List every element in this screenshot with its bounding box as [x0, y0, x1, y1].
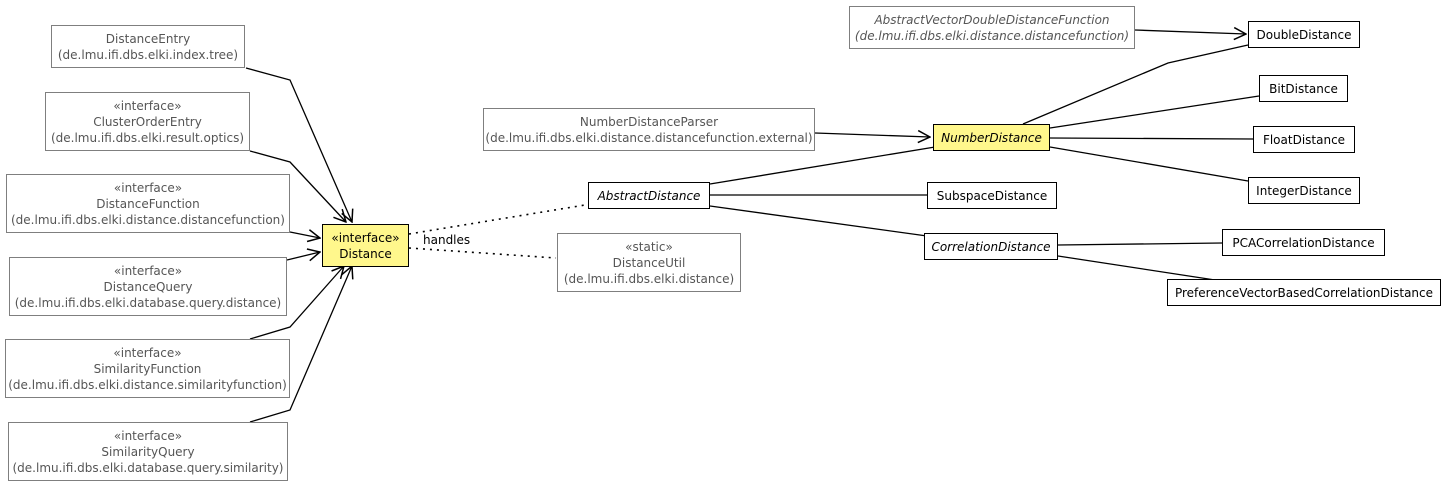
edge-distance-distanceutil: [408, 247, 557, 259]
node-name: SimilarityQuery: [101, 444, 195, 459]
node-correlationdistance[interactable]: CorrelationDistance: [924, 233, 1058, 260]
node-distancequery[interactable]: «interface» DistanceQuery (de.lmu.ifi.db…: [9, 257, 287, 316]
node-name: ClusterOrderEntry: [93, 114, 202, 129]
node-stereotype: «interface»: [331, 230, 400, 245]
node-stereotype: «interface»: [113, 180, 183, 195]
edge-abstractdistance-correlationdistance: [709, 205, 928, 237]
node-name: DistanceEntry: [105, 31, 191, 46]
node-stereotype: «static»: [625, 239, 673, 254]
node-package: (de.lmu.ifi.dbs.elki.database.query.simi…: [12, 460, 284, 475]
node-package: (de.lmu.ifi.dbs.elki.distance.distancefu…: [11, 212, 285, 227]
node-name: BitDistance: [1269, 81, 1338, 96]
node-name: NumberDistanceParser: [579, 114, 719, 129]
edge-clusterorderentry-distance: [249, 150, 346, 222]
node-name: Distance: [339, 246, 392, 261]
edge-numberdistance-bitdistance: [1049, 95, 1260, 129]
node-floatdistance[interactable]: FloatDistance: [1253, 126, 1355, 153]
node-stereotype: «interface»: [113, 98, 182, 113]
node-package: (de.lmu.ifi.dbs.elki.distance.distancefu…: [854, 28, 1130, 43]
node-similarityquery[interactable]: «interface» SimilarityQuery (de.lmu.ifi.…: [8, 422, 288, 481]
node-bitdistance[interactable]: BitDistance: [1259, 75, 1348, 102]
node-integerdistance[interactable]: IntegerDistance: [1248, 177, 1360, 204]
node-distancefunction[interactable]: «interface» DistanceFunction (de.lmu.ifi…: [6, 174, 290, 233]
node-similarityfunction[interactable]: «interface» SimilarityFunction (de.lmu.i…: [5, 339, 290, 398]
node-name: PCACorrelationDistance: [1232, 235, 1375, 250]
node-package: (de.lmu.ifi.dbs.elki.distance): [563, 271, 735, 286]
node-name: CorrelationDistance: [931, 239, 1051, 254]
node-abstractdistance[interactable]: AbstractDistance: [588, 182, 710, 209]
node-clusterorderentry[interactable]: «interface» ClusterOrderEntry (de.lmu.if…: [45, 92, 250, 151]
node-name: DistanceQuery: [103, 279, 193, 294]
node-pcacorrelationdistance[interactable]: PCACorrelationDistance: [1222, 229, 1385, 256]
node-package: (de.lmu.ifi.dbs.elki.distance.similarity…: [8, 377, 287, 392]
node-name: SimilarityFunction: [93, 361, 202, 376]
edge-correlationdistance-pvbcdistance: [1057, 255, 1216, 281]
node-distanceentry[interactable]: DistanceEntry (de.lmu.ifi.dbs.elki.index…: [51, 25, 245, 68]
node-package: (de.lmu.ifi.dbs.elki.result.optics): [50, 130, 245, 145]
edge-similarityquery-distance: [249, 266, 352, 423]
node-name: DoubleDistance: [1256, 27, 1352, 42]
node-subspacedistance[interactable]: SubspaceDistance: [927, 182, 1057, 209]
edge-numberdistanceparser-numberdistance: [814, 133, 930, 137]
edge-correlationdistance-pcacorrelationdistance: [1057, 242, 1223, 246]
node-stereotype: «interface»: [113, 345, 182, 360]
node-abstractvectordoubledistancefunction[interactable]: AbstractVectorDoubleDistanceFunction (de…: [849, 6, 1135, 49]
node-name: DistanceUtil: [612, 255, 686, 270]
node-name: FloatDistance: [1262, 132, 1346, 147]
node-package: (de.lmu.ifi.dbs.elki.distance.distancefu…: [485, 130, 813, 145]
edge-distanceentry-distance: [245, 67, 352, 222]
node-name: AbstractDistance: [597, 188, 701, 203]
node-distanceutil[interactable]: «static» DistanceUtil (de.lmu.ifi.dbs.el…: [557, 233, 741, 292]
node-numberdistanceparser[interactable]: NumberDistanceParser (de.lmu.ifi.dbs.elk…: [483, 108, 815, 151]
node-name: SubspaceDistance: [936, 188, 1048, 203]
node-numberdistance[interactable]: NumberDistance: [933, 124, 1050, 151]
edge-distancequery-distance: [286, 252, 320, 260]
edge-numberdistance-doubledistance: [1022, 44, 1249, 125]
node-name: IntegerDistance: [1256, 183, 1352, 198]
node-name: NumberDistance: [941, 130, 1042, 145]
edge-numberdistance-integerdistance: [1049, 146, 1249, 182]
node-name: DistanceFunction: [96, 196, 200, 211]
node-name: PreferenceVectorBasedCorrelationDistance: [1174, 285, 1434, 300]
node-stereotype: «interface»: [113, 263, 183, 278]
node-doubledistance[interactable]: DoubleDistance: [1248, 21, 1360, 48]
node-distance[interactable]: «interface» Distance: [322, 224, 409, 267]
node-package: (de.lmu.ifi.dbs.elki.index.tree): [57, 47, 239, 62]
edge-distancefunction-distance: [289, 232, 320, 238]
node-preferencevectorbasedcorrelationdistance[interactable]: PreferenceVectorBasedCorrelationDistance: [1167, 279, 1441, 306]
edge-avddf-doubledistance: [1134, 30, 1246, 34]
edge-similarityfunction-distance: [249, 266, 344, 340]
edge-abstractdistance-numberdistance: [709, 146, 936, 185]
node-name: AbstractVectorDoubleDistanceFunction: [874, 12, 1110, 27]
edge-label-handles: handles: [423, 233, 471, 247]
edge-numberdistance-floatdistance: [1049, 137, 1254, 140]
node-package: (de.lmu.ifi.dbs.elki.database.query.dist…: [14, 295, 282, 310]
node-stereotype: «interface»: [113, 428, 183, 443]
edge-distance-abstractdistance: [408, 204, 586, 235]
